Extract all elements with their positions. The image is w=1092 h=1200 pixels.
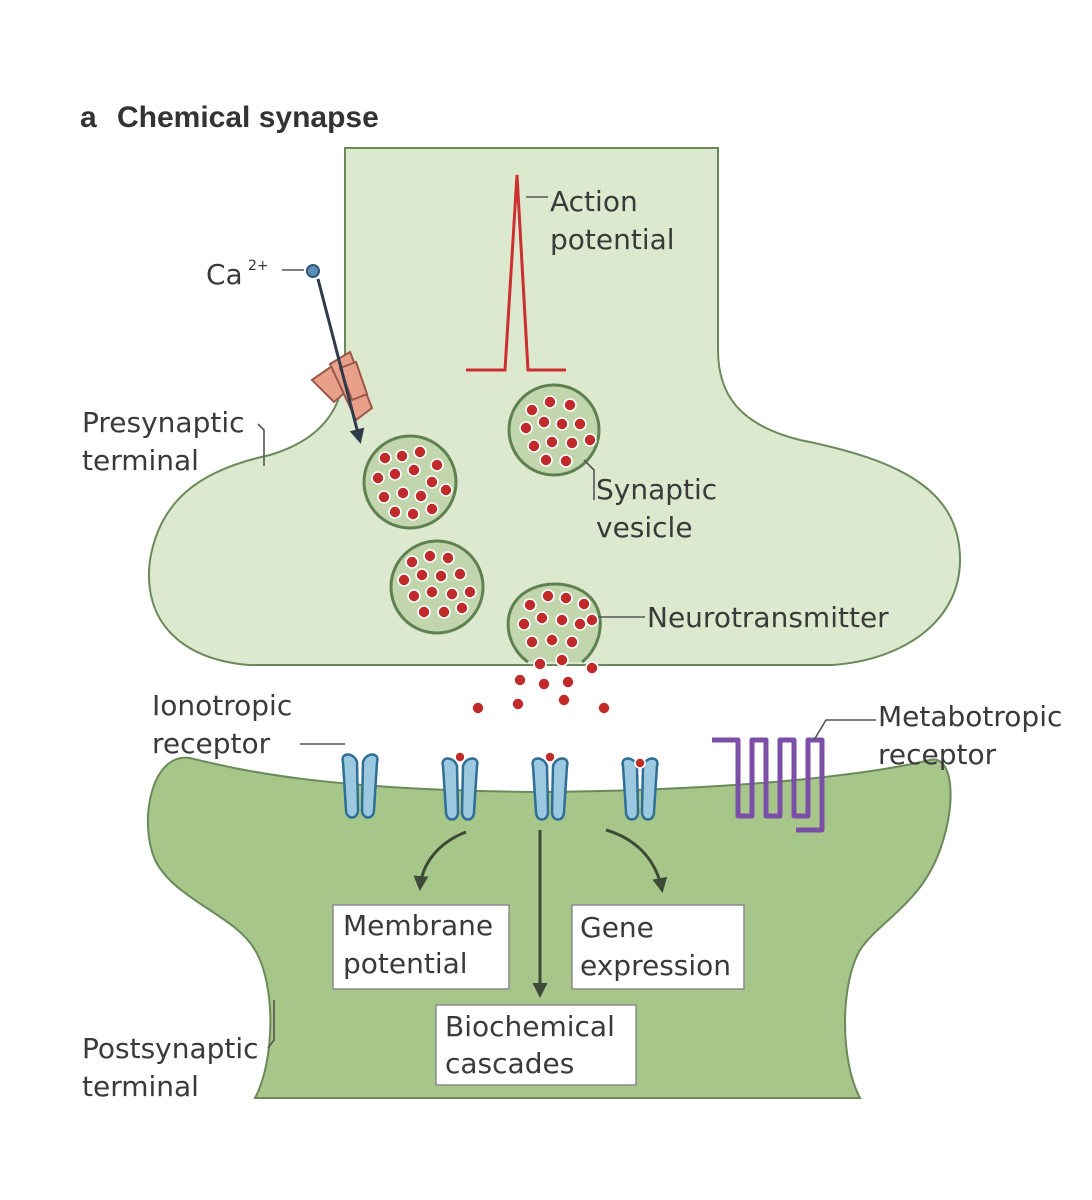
synaptic-vesicle-label-line2: vesicle: [596, 511, 693, 544]
biochemical-cascades-label-line1: Biochemical: [445, 1010, 615, 1043]
neurotransmitter-label: Neurotransmitter: [647, 601, 889, 634]
metabotropic-leader: [813, 719, 876, 741]
panel-letter: a: [80, 101, 97, 134]
gene-expression-box: Gene expression: [571, 904, 745, 990]
presynaptic-leader: [257, 423, 265, 466]
ionotropic-receptor-4: [621, 757, 659, 821]
action-potential-label-line2: potential: [550, 223, 675, 256]
metabotropic-receptor-icon: [712, 737, 825, 833]
ionotropic-label-line2: receptor: [152, 727, 271, 760]
synaptic-vesicle-leader: [583, 459, 595, 500]
released-neurotransmitters: [471, 653, 611, 715]
presynaptic-label-line1: Presynaptic: [82, 406, 245, 439]
membrane-potential-arrow: [413, 830, 467, 891]
postsynaptic-label-line2: terminal: [82, 1070, 199, 1103]
calcium-ion-icon: [306, 264, 320, 278]
ionotropic-label-line1: Ionotropic: [152, 689, 292, 722]
ionotropic-receptor-3: [531, 751, 569, 821]
calcium-superscript: 2+: [248, 258, 269, 274]
biochemical-cascades-label-line2: cascades: [445, 1047, 574, 1080]
synaptic-vesicle-2: [507, 383, 601, 477]
synaptic-vesicle-1: [362, 434, 458, 530]
metabotropic-label-line2: receptor: [878, 738, 997, 771]
calcium-influx-arrow: [316, 278, 365, 444]
presynaptic-label-line2: terminal: [82, 444, 199, 477]
membrane-potential-label-line1: Membrane: [343, 909, 493, 942]
fusing-vesicle: [506, 582, 602, 664]
ionotropic-receptor-2: [441, 751, 479, 821]
postsynaptic-label-line1: Postsynaptic: [82, 1032, 259, 1065]
membrane-potential-box: Membrane potential: [332, 904, 510, 990]
membrane-potential-label-line2: potential: [343, 947, 468, 980]
metabotropic-label-line1: Metabotropic: [878, 700, 1062, 733]
postsynaptic-leader: [267, 1000, 275, 1049]
gene-expression-label-line1: Gene: [580, 911, 654, 944]
ionotropic-receptor-1: [341, 753, 379, 819]
synaptic-vesicle-label-line1: Synaptic: [596, 473, 717, 506]
action-potential-trace: [466, 174, 566, 372]
diagram-title: Chemical synapse: [117, 101, 379, 134]
action-potential-label-line1: Action: [550, 185, 638, 218]
gene-expression-label-line2: expression: [580, 949, 731, 982]
biochemical-cascades-box: Biochemical cascades: [435, 1004, 637, 1086]
synaptic-vesicle-3: [389, 539, 485, 635]
calcium-label: Ca: [206, 258, 243, 291]
gene-expression-arrow: [605, 828, 668, 893]
